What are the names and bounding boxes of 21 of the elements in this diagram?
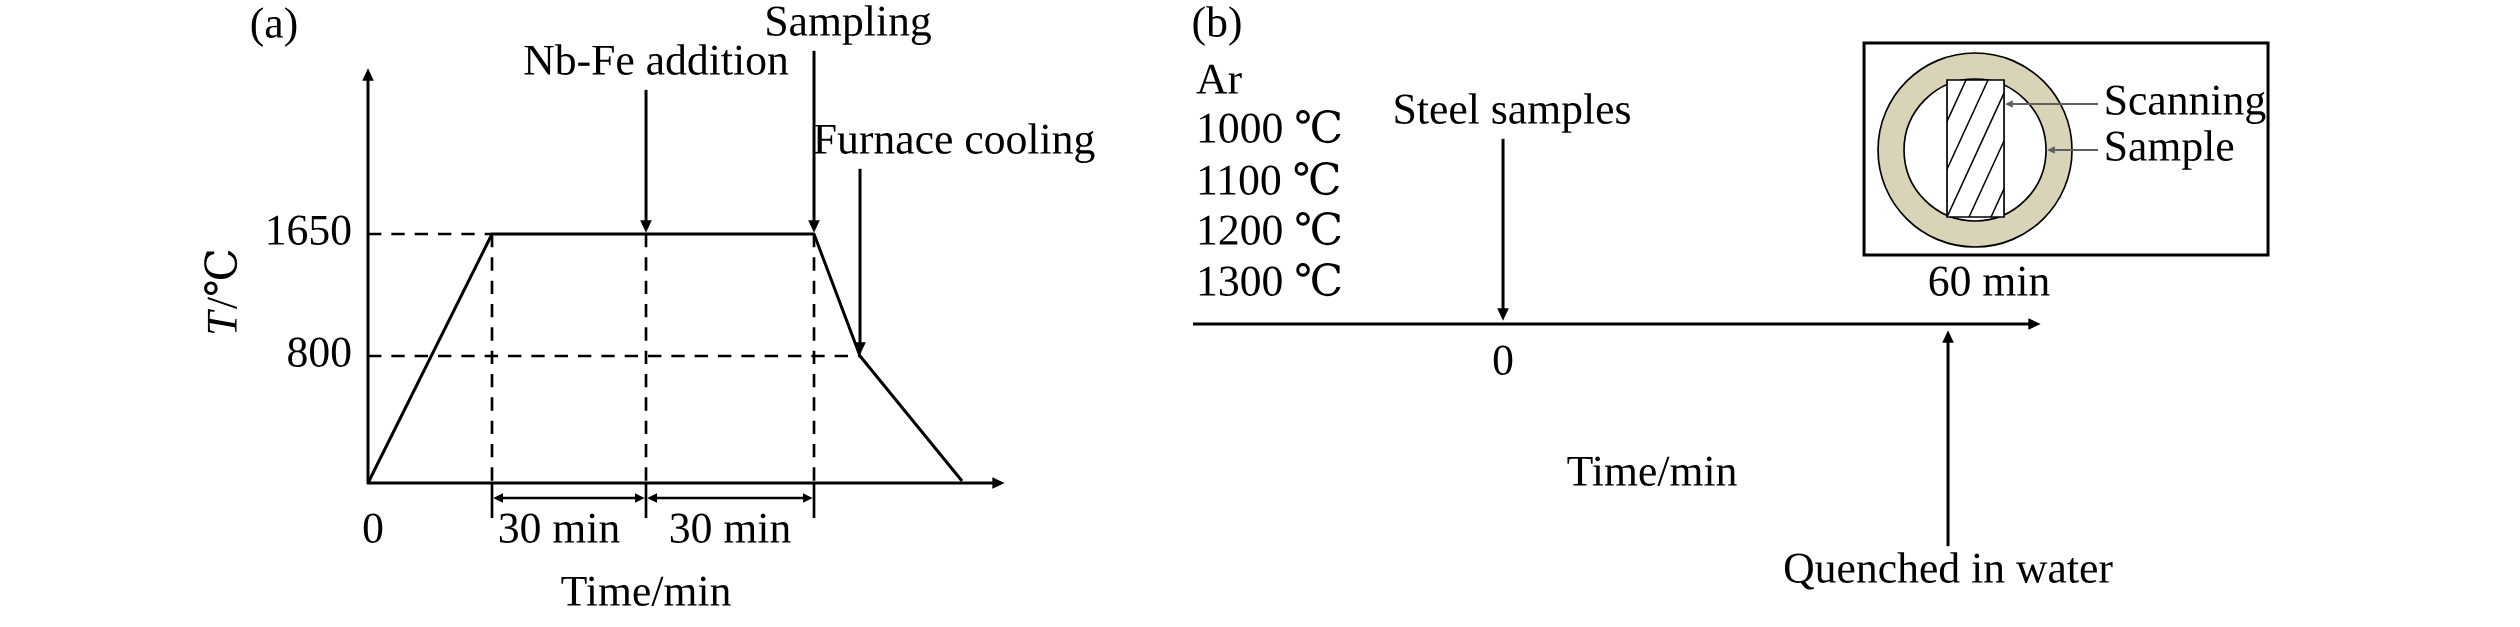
panel-label: (a) [251, 7, 297, 47]
hatched-region [1946, 79, 2005, 218]
tick-label: 1650 [268, 215, 351, 245]
condition-label: 1200 ℃ [1199, 212, 1341, 246]
callout-label: Scanning [2106, 85, 2266, 124]
time-label: 60 min [1929, 266, 2050, 296]
panel-label: (b) [1193, 6, 1241, 46]
tick-label: 0 [1493, 345, 1513, 375]
condition-label: 1100 ℃ [1199, 162, 1339, 196]
annotation-label: Furnace cooling [814, 123, 1095, 163]
axis-label: Time/min [561, 576, 731, 606]
annotation-label: Steel samples [1395, 93, 1630, 133]
annotation-label: Sampling [767, 5, 931, 45]
axis-label: T/℃ [204, 250, 238, 334]
axis-label: Time/min [1567, 456, 1737, 486]
callout-label: Sample [2106, 130, 2234, 170]
condition-label: Ar [1196, 64, 1242, 94]
temperature-profile [366, 232, 964, 484]
annotation-label: Quenched in water [1784, 552, 2113, 590]
annotation-label: Nb-Fe addition [524, 44, 789, 75]
condition-label: 1000 ℃ [1199, 110, 1341, 144]
